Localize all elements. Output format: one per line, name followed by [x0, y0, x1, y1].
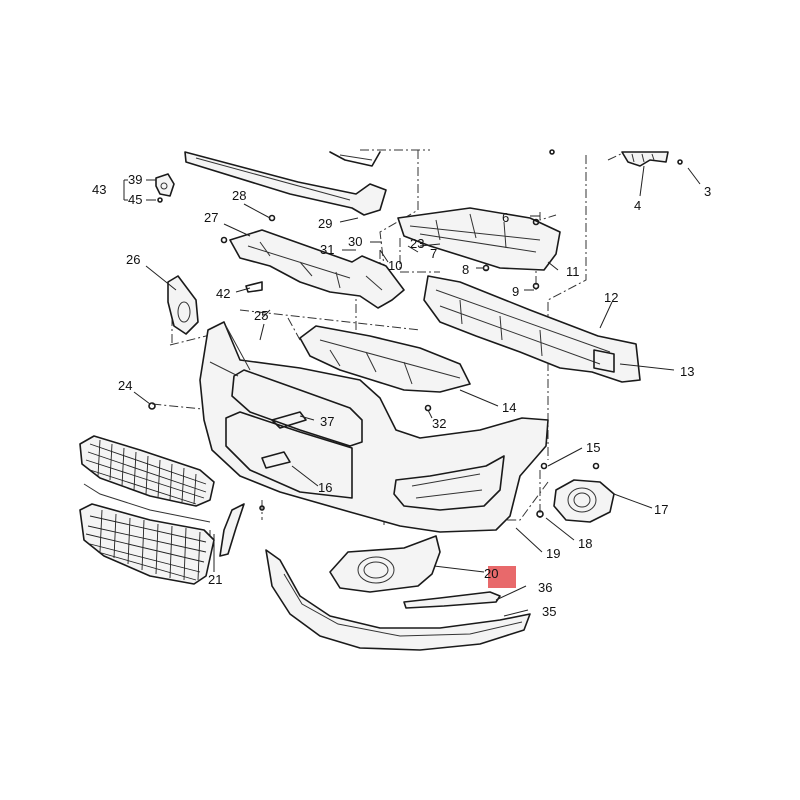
- callout-9: 9: [512, 284, 519, 299]
- top-right-bracket: [549, 149, 683, 167]
- callout-8: 8: [462, 262, 469, 277]
- callout-30: 30: [348, 234, 362, 249]
- upper-support-bar: [184, 151, 387, 216]
- highlight-marker: [488, 566, 516, 588]
- callout-20: 20: [484, 566, 498, 581]
- callout-13: 13: [680, 364, 694, 379]
- fastener-18: [536, 510, 544, 518]
- splash-shield-23: [397, 207, 561, 290]
- lower-spoiler-35: [265, 549, 531, 651]
- callout-32: 32: [432, 416, 446, 431]
- callout-24: 24: [118, 378, 132, 393]
- callout-11: 11: [566, 264, 580, 279]
- callout-42: 42: [216, 286, 230, 301]
- callout-31: 31: [320, 242, 334, 257]
- callout-18: 18: [578, 536, 592, 551]
- callout-26: 26: [126, 252, 140, 267]
- upper-bracket-27: [220, 214, 405, 309]
- callout-27: 27: [204, 210, 218, 225]
- center-bracket-14: [299, 325, 471, 412]
- leader-lines: [133, 165, 701, 617]
- callout-28: 28: [232, 188, 246, 203]
- bumper-fascia-19: [199, 321, 549, 533]
- callout-3: 3: [704, 184, 711, 199]
- side-bracket-26: [167, 275, 199, 335]
- callout-19: 19: [546, 546, 560, 561]
- callout-15: 15: [586, 440, 600, 455]
- callout-17: 17: [654, 502, 668, 517]
- callout-numbers: 3 4 6 7 8 9 10 11 12 13 14 15 16 17 18 1…: [92, 172, 711, 619]
- callout-12: 12: [604, 290, 618, 305]
- clip-24: [148, 402, 156, 410]
- side-clip-39: [123, 173, 175, 203]
- fastener-17: [592, 462, 600, 470]
- callout-37: 37: [320, 414, 334, 429]
- callout-43: 43: [92, 182, 106, 197]
- chrome-strip-36: [403, 591, 501, 609]
- fog-lamp-17: [553, 479, 615, 523]
- bracket-16: [261, 451, 291, 469]
- lower-grille-insert: [79, 503, 215, 585]
- callout-21: 21: [208, 572, 222, 587]
- fog-bezel-20: [329, 535, 441, 593]
- clip-37: [271, 411, 307, 429]
- callout-16: 16: [318, 480, 332, 495]
- callout-36: 36: [538, 580, 552, 595]
- fastener-lower: [259, 505, 265, 511]
- callout-25: 25: [254, 308, 268, 323]
- callout-10: 10: [388, 258, 402, 273]
- callout-4: 4: [634, 198, 641, 213]
- callout-7: 7: [430, 246, 437, 261]
- fastener-15: [540, 462, 548, 470]
- callout-39: 39: [128, 172, 142, 187]
- small-clip-42: [245, 281, 263, 293]
- callout-29: 29: [318, 216, 332, 231]
- callout-35: 35: [542, 604, 556, 619]
- callout-6: 6: [502, 210, 509, 225]
- callout-23: 23: [410, 236, 424, 251]
- upper-grille-22: [79, 435, 215, 523]
- callout-45: 45: [128, 192, 142, 207]
- side-trim-21: [219, 503, 245, 557]
- energy-absorber-13: [423, 275, 641, 383]
- callout-14: 14: [502, 400, 516, 415]
